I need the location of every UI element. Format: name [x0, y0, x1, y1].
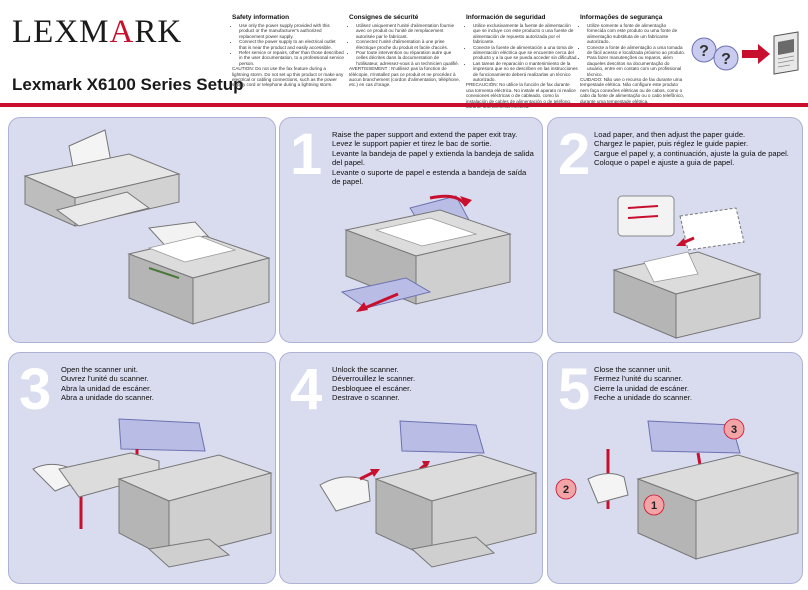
- safety-bullet: Connect the power supply to an electrica…: [239, 39, 344, 50]
- red-arrow-icon: [742, 44, 770, 64]
- step-line: Load paper, and then adjust the paper gu…: [594, 130, 746, 139]
- help-hero-graphic: ? ?: [691, 31, 799, 75]
- step-number: 1: [290, 122, 323, 187]
- step-line: Ouvrez l'unité du scanner.: [61, 374, 149, 384]
- safety-bullet: Pour toute intervention ou réparation au…: [356, 50, 461, 66]
- step-line: del papel.: [332, 158, 365, 168]
- safety-bullet: Refer service or repairs, other than tho…: [239, 50, 344, 66]
- step-panel-1: 1 Raise the paper support and extend the…: [279, 117, 543, 343]
- safety-caution: CUIDADO: Não use o recurso de fax durant…: [580, 77, 684, 104]
- printer-illustration: [319, 420, 538, 568]
- step-instructions: Load paper, and then adjust the paper gu…: [594, 130, 789, 168]
- callout-badge-1: 1: [643, 494, 665, 516]
- step-panel-2: 2 Load paper, and then adjust the paper …: [547, 117, 803, 343]
- header-divider: [0, 103, 808, 107]
- overview-panel: [8, 117, 276, 343]
- step-line: de papel.: [332, 177, 364, 187]
- printer-illustration: 1 2 3: [555, 418, 800, 560]
- callout-badge-2: 2: [555, 478, 577, 500]
- page-title: Lexmark X6100 Series Setup: [12, 75, 244, 94]
- step-line: Feche a unidade do scanner.: [594, 393, 692, 403]
- hero-mark: ?: [721, 51, 731, 68]
- safety-caution: CAUTION: Do not use the fax feature duri…: [232, 66, 344, 88]
- step-line: Levez le support papier et tirez le bac …: [332, 139, 492, 149]
- step-line: Levante o suporte de papel e estenda a b…: [332, 167, 527, 177]
- callout-number: 3: [731, 424, 737, 436]
- printer-illustration: [340, 194, 512, 312]
- step-number: 2: [558, 122, 591, 187]
- lexmark-logo: LEXMARK: [12, 14, 183, 50]
- step-panel-3: 3 Open the scanner unit. Ouvrez l'unité …: [8, 352, 276, 584]
- step-line: Desbloquee el escáner.: [332, 383, 412, 393]
- step-line: Coloque o papel e ajuste a guia de papel…: [594, 158, 735, 168]
- logo-accent-letter: A: [109, 14, 135, 50]
- question-mark-icon: ?: [713, 45, 739, 71]
- step-instructions: Open the scanner unit. Ouvrez l'unité du…: [61, 365, 154, 403]
- question-mark-icon: ?: [691, 37, 717, 63]
- safety-heading: Información de seguridad: [466, 14, 546, 21]
- step-panel-5: 5 Close the scanner unit. Fermez l'unité…: [547, 352, 803, 584]
- safety-bullet: Connectez l'unité d'alimentation à une p…: [356, 39, 461, 50]
- callout-badge-3: 3: [723, 418, 745, 440]
- safety-bullet: Para fazer manutenções ou reparos, além …: [587, 55, 686, 77]
- step-line: Cierre la unidad de escáner.: [594, 383, 689, 393]
- callout-number: 1: [651, 500, 657, 512]
- step-panel-4: 4 Unlock the scanner. Déverrouillez le s…: [279, 352, 543, 584]
- step-number: 3: [19, 357, 52, 422]
- printer-front: [127, 221, 271, 325]
- step-line: Destrave o scanner.: [332, 393, 400, 403]
- step-instructions: Close the scanner unit. Fermez l'unité d…: [594, 365, 692, 403]
- safety-column-fr: Consignes de sécurité Utilisez uniquemen…: [349, 14, 461, 88]
- printer-illustration: [32, 418, 273, 568]
- step-line: Unlock the scanner.: [332, 365, 399, 374]
- safety-heading: Safety information: [232, 14, 290, 21]
- printer-illustration: [23, 129, 271, 325]
- safety-heading: Consignes de sécurité: [349, 14, 419, 21]
- step-line: Chargez le papier, puis réglez le guide …: [594, 139, 749, 149]
- safety-bullet: Utilisez uniquement l'unité d'alimentati…: [356, 23, 461, 39]
- step-line: Levante la bandeja de papel y extienda l…: [332, 148, 534, 158]
- safety-column-es: Información de seguridad Utilice exclusi…: [466, 14, 578, 110]
- safety-bullet: Conecte la fuente de alimentación a una …: [473, 45, 578, 61]
- step-line: Open the scanner unit.: [61, 365, 138, 374]
- step-line: Cargue el papel y, a continuación, ajust…: [594, 148, 789, 158]
- safety-bullet: Conecte a fonte de alimentação a uma tom…: [587, 45, 686, 56]
- safety-heading: Informações de segurança: [580, 14, 663, 21]
- printer-back: [23, 129, 181, 227]
- safety-column-pt: Informações de segurança Utilize somente…: [580, 14, 686, 104]
- step-line: Fermez l'unité du scanner.: [594, 374, 683, 384]
- printer-illustration: [612, 195, 762, 339]
- safety-bullet: Las tareas de reparación o mantenimiento…: [473, 61, 578, 83]
- step-instructions: Unlock the scanner. Déverrouillez le sca…: [332, 365, 415, 403]
- step-line: Abra la unidad de escáner.: [61, 383, 152, 393]
- safety-bullet: Use only the power supply provided with …: [239, 23, 344, 39]
- callout-number: 2: [563, 484, 569, 496]
- safety-caution: AVERTISSEMENT : N'utilisez pas la foncti…: [349, 66, 460, 88]
- safety-column-en: Safety information Use only the power su…: [232, 14, 344, 88]
- step-number: 5: [558, 357, 591, 422]
- step-line: Raise the paper support and extend the p…: [332, 130, 518, 139]
- step-instructions: Raise the paper support and extend the p…: [332, 130, 534, 186]
- hero-mark: ?: [699, 43, 709, 60]
- safety-bullet: Utilice exclusivamente la fuente de alim…: [473, 23, 578, 45]
- safety-bullet: Utilize somente a fonte de alimentação f…: [587, 23, 686, 45]
- manual-icon: [773, 31, 799, 75]
- step-line: Déverrouillez le scanner.: [332, 374, 416, 384]
- step-line: Abra a unidade do scanner.: [61, 393, 154, 403]
- step-line: Close the scanner unit.: [594, 365, 672, 374]
- step-number: 4: [290, 357, 323, 422]
